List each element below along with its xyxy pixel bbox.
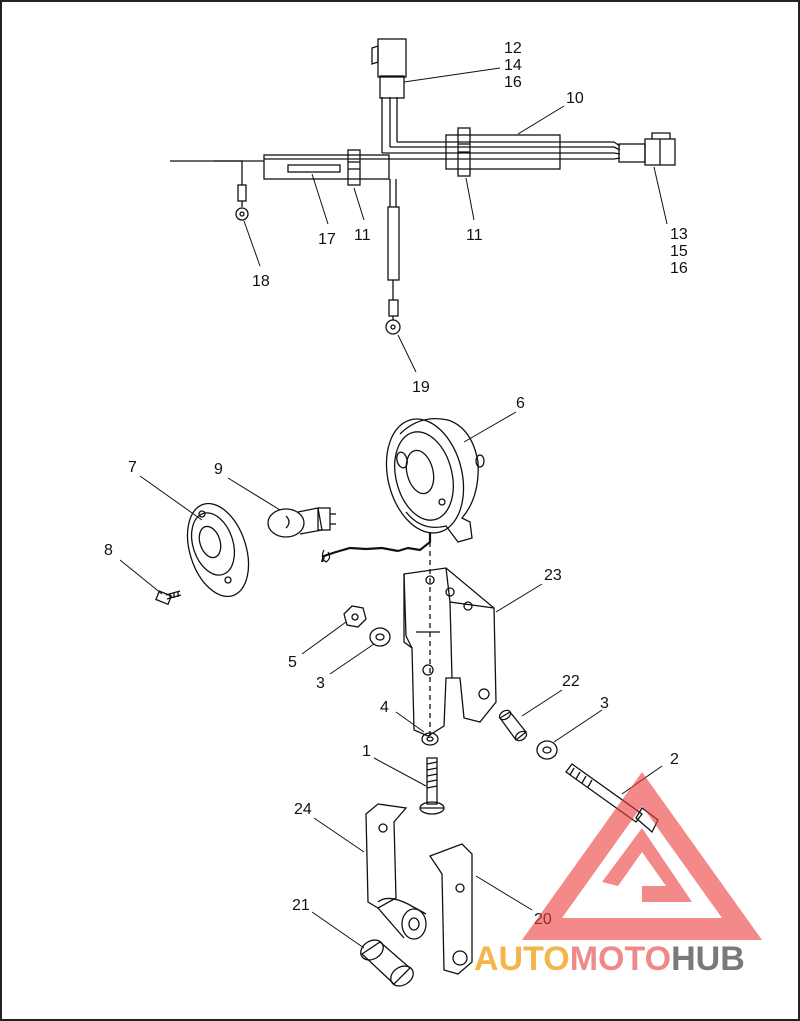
- callout-12: 12: [504, 40, 522, 57]
- connector-13: [618, 143, 646, 163]
- callout-11-left: 11: [354, 227, 371, 244]
- lens-7: [186, 502, 250, 598]
- callout-4: 4: [380, 699, 389, 716]
- washer-4: [421, 732, 439, 746]
- watermark-triangle-logo: [522, 772, 762, 940]
- cable-tie-left: [347, 149, 361, 186]
- lead-sleeve-19: [387, 206, 400, 281]
- bracket-23: [403, 567, 497, 737]
- callout-17: 17: [318, 231, 336, 248]
- washer-3-right: [536, 740, 558, 760]
- callout-9: 9: [214, 461, 223, 478]
- wiring-harness: [170, 38, 676, 335]
- callout-15: 15: [670, 243, 688, 260]
- watermark: [522, 772, 762, 940]
- harness-sleeve-right: [445, 134, 561, 170]
- callout-22: 22: [562, 673, 580, 690]
- screw-8: [155, 590, 182, 606]
- ground-terminal-19: [385, 319, 401, 335]
- callout-23: 23: [544, 567, 562, 584]
- spacer-22: [498, 709, 528, 742]
- ground-terminal-18: [235, 207, 249, 221]
- callout-19: 19: [412, 379, 430, 396]
- connector-12: [377, 38, 407, 78]
- watermark-inner-logo: [602, 828, 692, 902]
- callout-2: 2: [670, 751, 679, 768]
- bracket-20: [429, 843, 473, 975]
- callout-14: 14: [504, 57, 522, 74]
- bulb-9: [267, 507, 336, 538]
- watermark-text: AUTOMOTOHUB: [474, 940, 745, 978]
- harness-label-17: [287, 164, 341, 173]
- bracket-24: [365, 803, 427, 940]
- callout-16-top: 16: [504, 74, 522, 91]
- leader-lines: [119, 67, 668, 949]
- harness-sleeve-left: [263, 154, 390, 180]
- callout-13: 13: [670, 226, 688, 243]
- connector-12-latch: [371, 45, 379, 65]
- horn-6: [320, 417, 485, 737]
- callout-labels: 12 14 16 10 13 15 16 11 11 17 18 19 6 7 …: [104, 40, 688, 928]
- callout-7: 7: [128, 459, 137, 476]
- callout-5: 5: [288, 654, 297, 671]
- callout-11-right: 11: [466, 227, 483, 244]
- bushing-21: [360, 939, 414, 987]
- callout-6: 6: [516, 395, 525, 412]
- callout-1: 1: [362, 743, 371, 760]
- callout-10: 10: [566, 90, 584, 107]
- callout-18: 18: [252, 273, 270, 290]
- callout-3-right: 3: [600, 695, 609, 712]
- washer-3-left: [369, 627, 391, 647]
- callout-16-right: 16: [670, 260, 688, 277]
- bolt-1: [419, 757, 445, 815]
- callout-8: 8: [104, 542, 113, 559]
- nut-5: [343, 605, 367, 628]
- callout-24: 24: [294, 801, 312, 818]
- callout-3-left: 3: [316, 675, 325, 692]
- callout-21: 21: [292, 897, 310, 914]
